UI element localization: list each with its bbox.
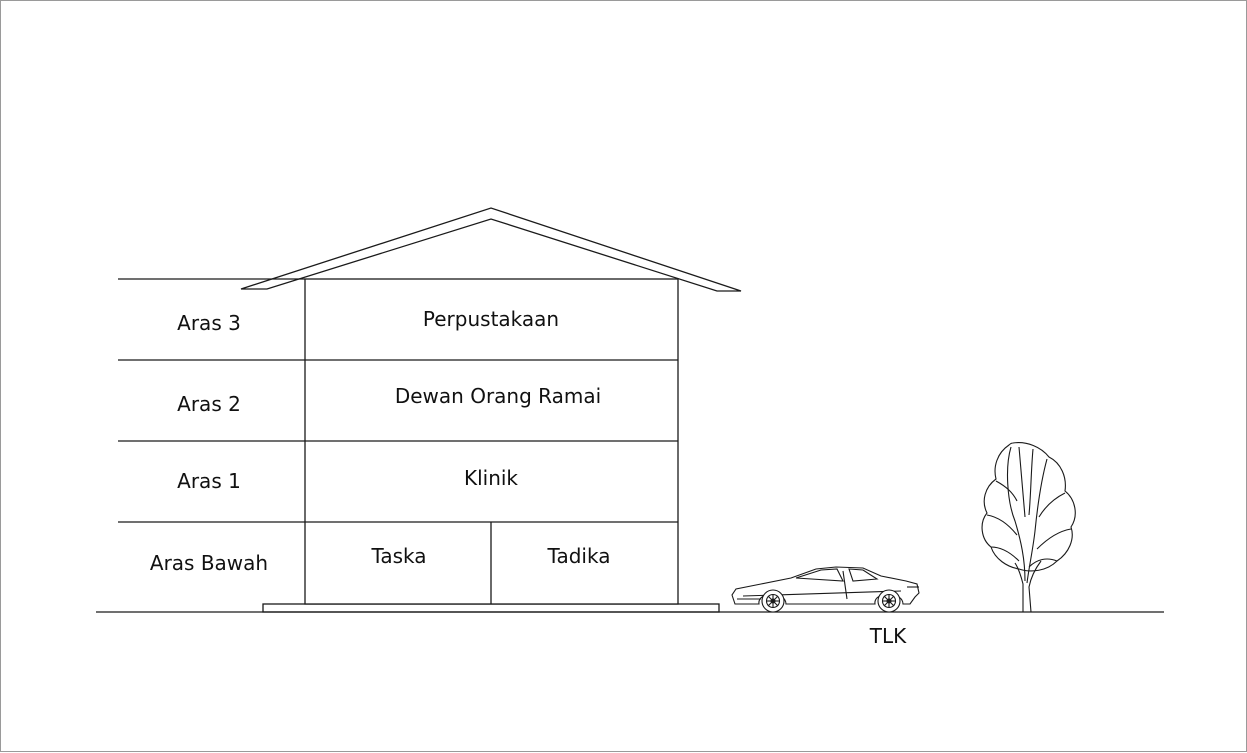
sports-car-icon	[731, 566, 920, 613]
ground-label-tlk: TLK	[869, 624, 907, 648]
building-plinth	[262, 603, 720, 613]
room-label-tadika: Tadika	[547, 544, 611, 568]
level-label-aras-3: Aras 3	[177, 311, 241, 335]
room-label-taska: Taska	[370, 544, 426, 568]
tree-icon	[981, 442, 1076, 613]
building-roof	[240, 207, 742, 292]
room-label-klinik: Klinik	[464, 466, 518, 490]
room-label-dewan-orang-ramai: Dewan Orang Ramai	[395, 384, 601, 408]
level-label-aras-bawah: Aras Bawah	[150, 551, 268, 575]
level-label-aras-2: Aras 2	[177, 392, 241, 416]
room-label-perpustakaan: Perpustakaan	[423, 307, 559, 331]
level-label-aras-1: Aras 1	[177, 469, 241, 493]
